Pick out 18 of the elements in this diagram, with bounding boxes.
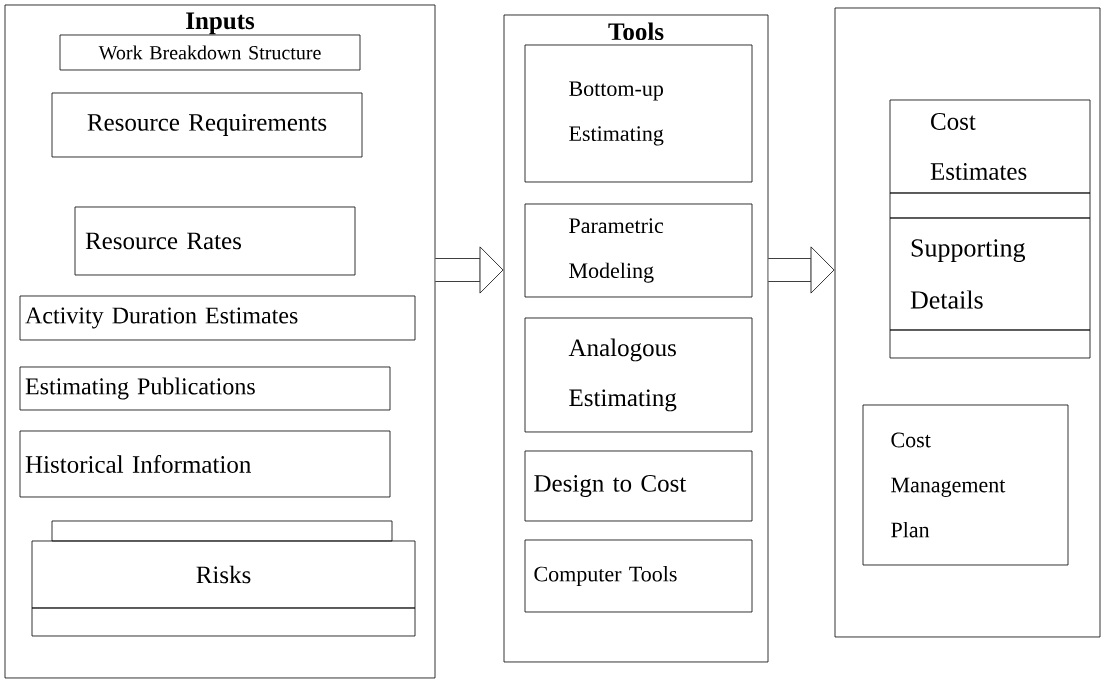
process-box: Cost Management Plan: [862, 404, 1069, 566]
process-box: Analogous Estimating: [524, 317, 753, 433]
process-box: Design to Cost: [524, 450, 753, 522]
process-box: Estimating Publications: [19, 366, 391, 411]
process-box: Historical Information: [19, 430, 391, 498]
process-box: Resource Requirements: [51, 92, 363, 158]
process-box: Computer Tools: [524, 539, 753, 613]
panel: [834, 7, 1101, 638]
process-box: Parametric Modeling: [524, 203, 753, 298]
process-box: Activity Duration Estimates: [19, 295, 416, 341]
process-box: Resource Rates: [74, 206, 356, 276]
process-box: Supporting Details: [889, 217, 1091, 359]
block-arrow: [435, 246, 504, 294]
process-box: Risks: [31, 520, 416, 637]
process-box: Cost Estimates: [889, 99, 1091, 219]
process-box: Bottom-up Estimating: [524, 44, 753, 183]
process-box: Work Breakdown Structure: [59, 34, 361, 71]
block-arrow: [768, 246, 835, 294]
